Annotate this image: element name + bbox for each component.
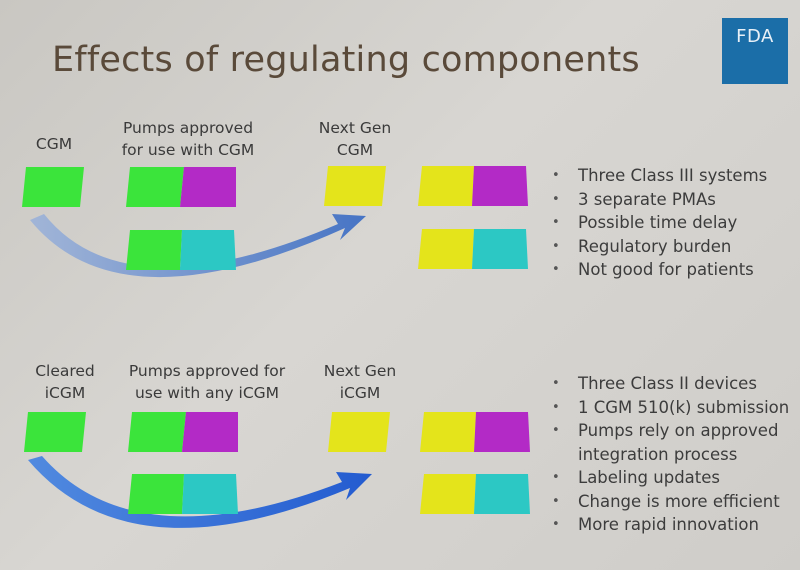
label-cgm-text: CGM <box>35 135 73 153</box>
top-cgm-block <box>22 167 84 207</box>
label-pumps-cgm: Pumps approved for use with CGM <box>112 117 264 161</box>
bottom-icgm-block <box>24 412 86 452</box>
label-next-gen-cgm-line2: CGM <box>336 141 374 159</box>
top-new-system1-yellow <box>418 166 474 206</box>
top-pump-magenta <box>180 167 236 207</box>
bottom-bullet-list: Three Class II devices 1 CGM 510(k) subm… <box>548 372 789 537</box>
bottom-new-system2-yellow <box>420 474 476 514</box>
bottom-pump-magenta <box>182 412 238 452</box>
top-new-system1-magenta <box>472 166 528 206</box>
top-new-system2-teal <box>472 229 528 269</box>
label-pumps-icgm-line1: Pumps approved for <box>128 362 286 380</box>
label-cleared-line2: iCGM <box>44 384 86 402</box>
top-bullet: Three Class III systems <box>548 164 767 188</box>
label-pumps-icgm-line2: use with any iCGM <box>134 384 280 402</box>
label-cgm: CGM <box>24 133 84 155</box>
top-new-system2-yellow <box>418 229 474 269</box>
bottom-bullet: Pumps rely on approved <box>548 419 789 443</box>
bottom-new-system2-teal <box>474 474 530 514</box>
top-bullet: Not good for patients <box>548 258 767 282</box>
label-next-gen-cgm: Next Gen CGM <box>305 117 405 161</box>
top-bullet: Regulatory burden <box>548 235 767 259</box>
bottom-bullet-continuation: integration process <box>578 444 738 464</box>
bottom-pump2-teal <box>182 474 238 514</box>
bottom-bullet: Change is more efficient <box>548 490 789 514</box>
label-next-gen-icgm-line2: iCGM <box>339 384 381 402</box>
label-pumps-cgm-line2: for use with CGM <box>121 141 255 159</box>
label-pumps-icgm: Pumps approved for use with any iCGM <box>112 360 302 404</box>
bottom-bullet: Labeling updates <box>548 466 789 490</box>
slide-title: Effects of regulating components <box>52 40 640 80</box>
top-bullet-list: Three Class III systems 3 separate PMAs … <box>548 164 767 282</box>
bottom-pump2-green <box>128 474 184 514</box>
bottom-bullet: Three Class II devices <box>548 372 789 396</box>
top-pump-green <box>126 167 184 207</box>
top-bullet: Possible time delay <box>548 211 767 235</box>
top-next-gen-block <box>324 166 386 206</box>
label-cleared-icgm: Cleared iCGM <box>22 360 108 404</box>
fda-logo: FDA <box>722 18 788 84</box>
bottom-bullet: More rapid innovation <box>548 513 789 537</box>
arrow-top <box>30 214 366 278</box>
bottom-pump-green <box>128 412 186 452</box>
bottom-new-system1-yellow <box>420 412 476 452</box>
arrow-bottom <box>28 456 372 528</box>
bottom-next-gen-block <box>328 412 390 452</box>
top-bullet: 3 separate PMAs <box>548 188 767 212</box>
label-next-gen-cgm-line1: Next Gen <box>318 119 392 137</box>
bottom-new-system1-magenta <box>474 412 530 452</box>
label-cleared-line1: Cleared <box>35 362 95 380</box>
top-pump2-green <box>126 230 182 270</box>
top-pump2-teal <box>180 230 236 270</box>
label-next-gen-icgm: Next Gen iCGM <box>310 360 410 404</box>
label-pumps-cgm-line1: Pumps approved <box>122 119 254 137</box>
bottom-bullet: 1 CGM 510(k) submission <box>548 396 789 420</box>
label-next-gen-icgm-line1: Next Gen <box>323 362 397 380</box>
